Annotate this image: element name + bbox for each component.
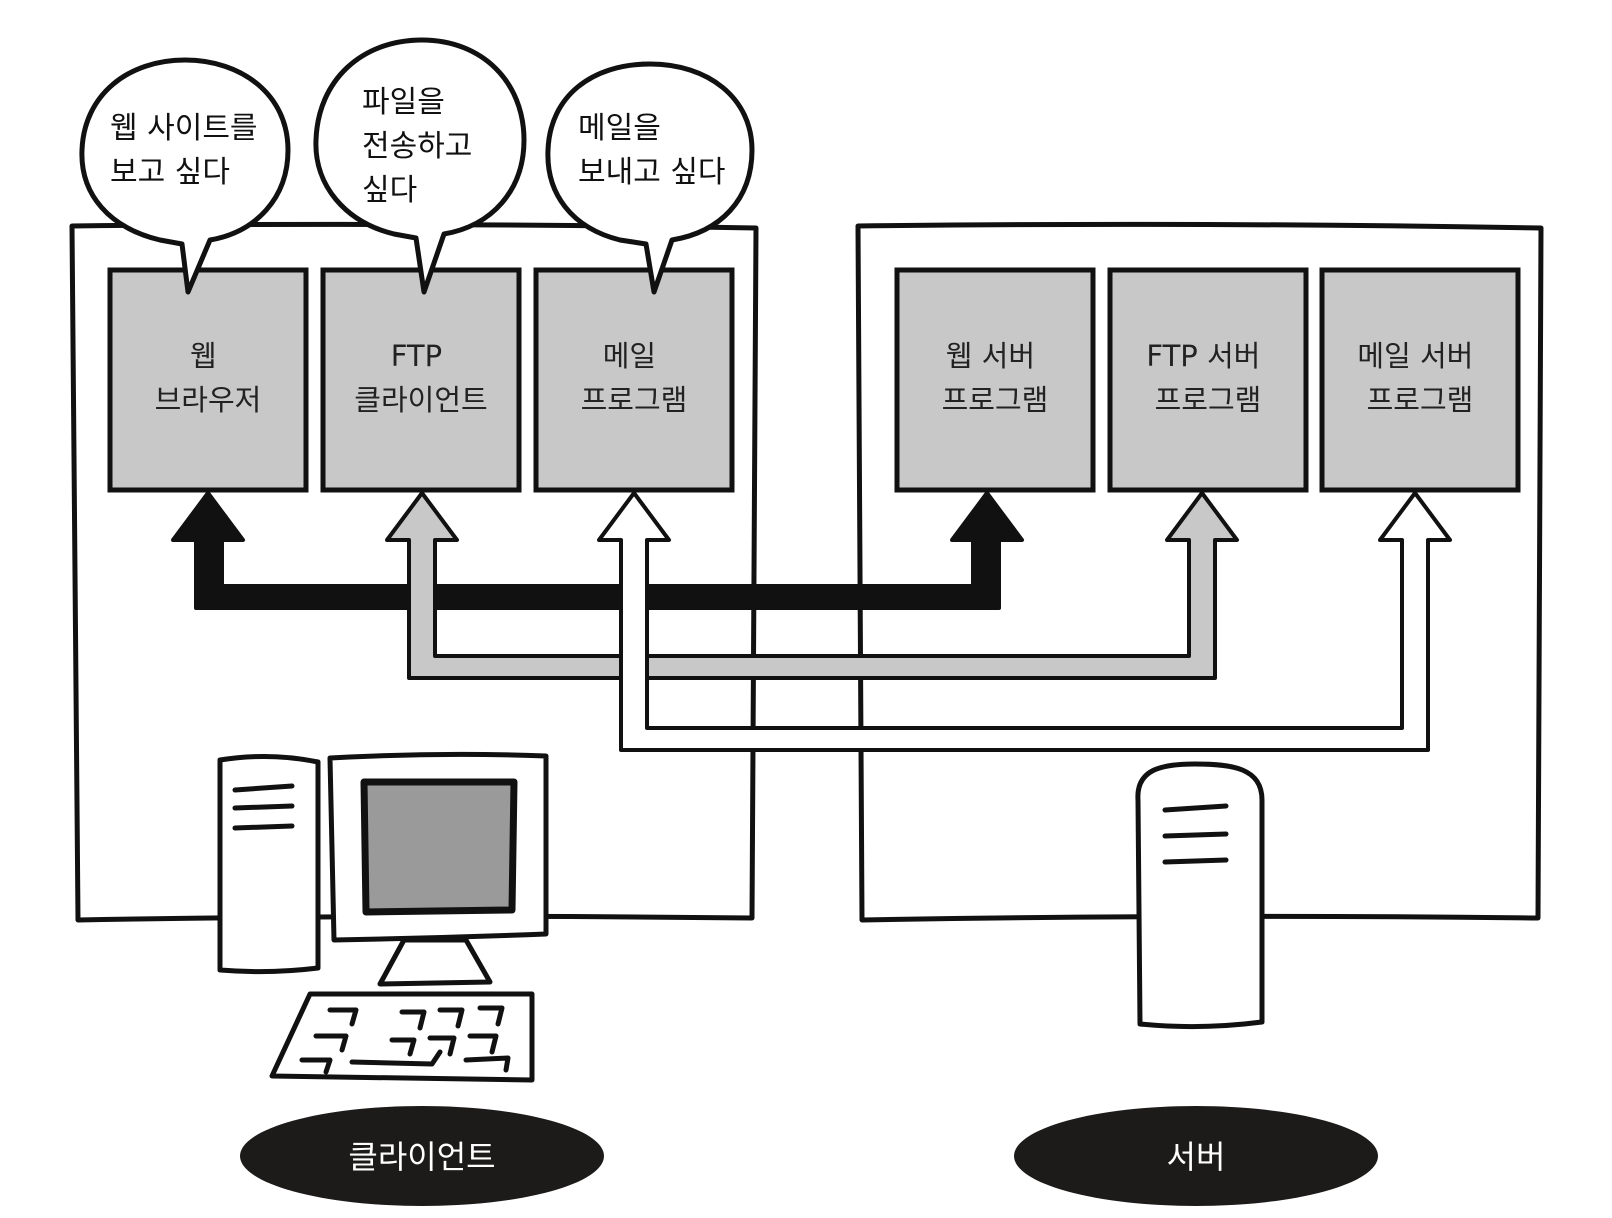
svg-text:FTP 서버 프로그램: FTP 서버 프로그램: [1146, 339, 1269, 417]
server-tower-icon: [1135, 761, 1265, 1030]
client-program-mail: 메일 프로그램: [533, 267, 735, 493]
ftp-connection-arrow: [385, 491, 1239, 680]
web-connection-arrow: [171, 491, 1024, 610]
client-program-web: 웹 브라우저: [107, 267, 309, 493]
keyboard-icon: [269, 991, 535, 1083]
mail-connection-arrow: [597, 491, 1452, 752]
bubble-web-line-1: 웹 사이트를: [110, 111, 258, 146]
svg-text:웹 사이트를 보고 싶다: 웹 사이트를 보고 싶다: [110, 111, 267, 190]
server-program-mail-line-2: 프로그램: [1367, 383, 1474, 417]
svg-text:FTP 클라이언트: FTP 클라이언트: [354, 339, 487, 417]
bubble-ftp-line-2: 전송하고: [362, 129, 472, 164]
server-program-ftp: FTP 서버 프로그램: [1107, 267, 1309, 493]
bubble-mail-line-1: 메일을: [578, 111, 661, 146]
client-program-mail-line-2: 프로그램: [581, 383, 688, 417]
client-program-ftp-line-1: FTP: [391, 339, 442, 373]
bubble-mail-line-2: 보내고 싶다: [578, 155, 726, 190]
client-program-web-line-1: 웹: [190, 339, 217, 373]
svg-text:메일을 보내고 싶다: 메일을 보내고 싶다: [578, 111, 726, 190]
server-program-mail: 메일 서버 프로그램: [1319, 267, 1521, 493]
tower-pc-icon: [217, 753, 321, 975]
speech-bubble-mail: 메일을 보내고 싶다: [545, 61, 755, 295]
client-label: 클라이언트: [348, 1138, 495, 1176]
server-program-web-line-1: 웹 서버: [946, 339, 1035, 373]
server-label-pill: 서버: [1014, 1106, 1378, 1206]
server-program-web: 웹 서버 프로그램: [894, 267, 1096, 493]
client-label-pill: 클라이언트: [240, 1106, 604, 1206]
client-program-ftp-line-2: 클라이언트: [354, 383, 487, 417]
bubble-web-line-2: 보고 싶다: [110, 155, 230, 190]
svg-text:메일 프로그램: 메일 프로그램: [581, 339, 688, 417]
server-program-ftp-line-1: FTP 서버: [1146, 339, 1260, 373]
client-program-web-line-2: 브라우저: [155, 383, 262, 417]
monitor-icon: [327, 751, 549, 987]
bubble-ftp-line-1: 파일을: [362, 85, 445, 120]
bubble-ftp-line-3: 싶다: [362, 173, 417, 208]
svg-text:웹 브라우저: 웹 브라우저: [155, 339, 262, 417]
svg-text:웹 서버 프로그램: 웹 서버 프로그램: [942, 339, 1049, 417]
svg-text:파일을 전송하고 싶다: 파일을 전송하고 싶다: [362, 85, 482, 208]
speech-bubble-web: 웹 사이트를 보고 싶다: [79, 57, 291, 295]
server-label: 서버: [1167, 1138, 1226, 1176]
svg-text:메일 서버 프로그램: 메일 서버 프로그램: [1357, 339, 1482, 417]
server-program-mail-line-1: 메일 서버: [1357, 339, 1473, 373]
server-program-ftp-line-2: 프로그램: [1155, 383, 1262, 417]
server-program-web-line-2: 프로그램: [942, 383, 1049, 417]
client-program-ftp: FTP 클라이언트: [320, 267, 522, 493]
speech-bubble-ftp: 파일을 전송하고 싶다: [313, 37, 527, 295]
client-program-mail-line-1: 메일: [603, 339, 656, 373]
